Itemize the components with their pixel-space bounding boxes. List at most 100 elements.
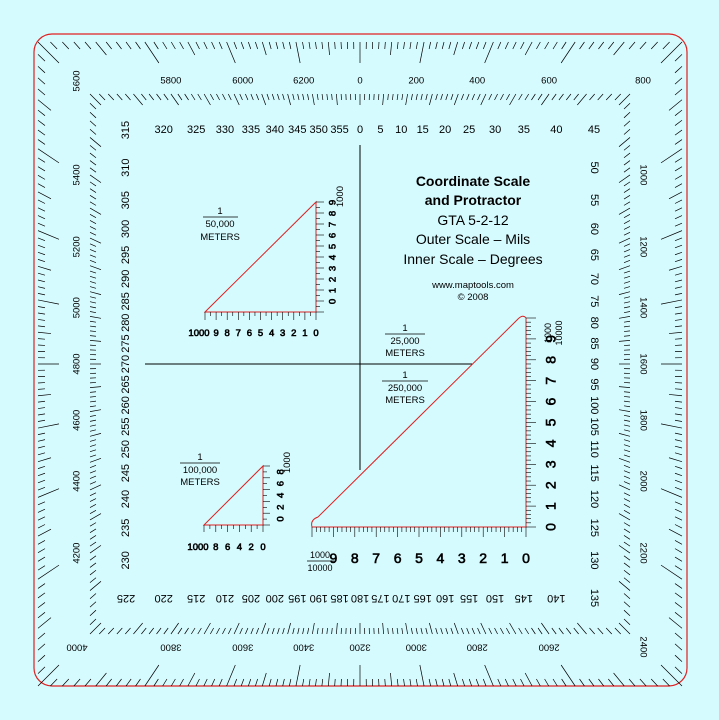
mil-label: 6200	[293, 76, 314, 87]
degree-tick	[297, 627, 300, 635]
mil-label: 1200	[637, 236, 648, 257]
degree-label: 95	[588, 378, 600, 390]
degree-tick	[321, 627, 324, 635]
scale-50k-unit: METERS	[200, 232, 240, 243]
mil-tick	[409, 41, 412, 50]
mil-tick	[674, 199, 683, 204]
degree-tick	[466, 93, 470, 101]
mil-tick	[37, 423, 60, 429]
mil-label: 3200	[349, 641, 370, 652]
degree-tick	[89, 243, 97, 247]
mil-label: 4600	[72, 410, 83, 431]
degree-tick	[623, 609, 631, 617]
mil-label: 5200	[72, 236, 83, 257]
mil-label: 0	[357, 76, 362, 87]
degree-tick	[307, 627, 310, 635]
degree-tick	[89, 291, 102, 295]
mil-tick	[282, 41, 285, 50]
degree-tick	[331, 93, 333, 101]
mil-tick	[674, 54, 683, 62]
scale-100k-fraction-top: 1	[197, 452, 202, 463]
mil-label: 1600	[637, 353, 648, 374]
degree-tick	[623, 188, 631, 193]
mil-tick	[504, 41, 509, 50]
mil-tick	[674, 338, 683, 340]
mil-tick	[674, 486, 683, 491]
degree-tick	[89, 481, 97, 485]
scale-bottom-label: 8	[225, 328, 230, 339]
mil-tick	[37, 472, 46, 476]
mil-tick	[674, 472, 683, 476]
degree-label: 295	[120, 246, 132, 264]
degree-tick	[233, 622, 240, 635]
mil-tick	[37, 654, 46, 662]
degree-tick	[537, 93, 543, 101]
degree-tick	[623, 306, 631, 309]
mil-tick	[37, 501, 46, 506]
degree-tick	[277, 627, 280, 635]
degree-tick	[623, 220, 631, 224]
degree-tick	[477, 627, 481, 635]
degree-tick	[89, 160, 97, 166]
mil-tick	[435, 41, 438, 50]
degree-tick	[89, 145, 97, 151]
degree-tick	[227, 627, 232, 635]
degree-tick	[141, 627, 147, 635]
degree-tick	[618, 137, 631, 147]
degree-tick	[387, 627, 389, 635]
degree-tick	[401, 627, 404, 635]
mil-tick	[37, 157, 46, 163]
mil-tick	[295, 664, 301, 687]
degree-tick	[282, 93, 285, 101]
mil-tick	[674, 666, 683, 674]
degree-tick	[623, 414, 631, 417]
degree-tick	[89, 504, 97, 508]
mil-label: 3600	[232, 641, 253, 652]
degree-tick	[89, 555, 97, 561]
scale-bottom-label: 6	[394, 550, 402, 566]
degree-tick	[89, 306, 97, 309]
scale-25k-max-label-top: 1000	[543, 323, 553, 343]
mil-tick	[37, 338, 46, 340]
mil-tick	[37, 272, 46, 276]
mil-tick	[179, 678, 184, 687]
mil-tick	[484, 41, 494, 64]
mil-tick	[334, 41, 336, 50]
degree-tick	[623, 391, 631, 393]
degree-tick	[261, 93, 267, 106]
mil-tick	[37, 445, 46, 449]
mil-tick	[37, 174, 46, 180]
degree-tick	[410, 93, 413, 101]
degree-tick	[216, 93, 220, 101]
degree-tick	[89, 414, 97, 417]
degree-tick	[425, 627, 428, 635]
mil-tick	[37, 666, 46, 674]
degree-tick	[509, 622, 517, 635]
mil-tick	[674, 286, 683, 289]
degree-tick	[148, 93, 155, 101]
inner-degree-ticks	[89, 93, 631, 635]
degree-tick	[623, 444, 631, 447]
degree-tick	[190, 93, 196, 101]
mil-label: 2200	[637, 543, 648, 564]
scale-bottom-label: 1000	[187, 542, 208, 553]
mil-tick	[37, 325, 46, 328]
degree-tick	[480, 93, 487, 106]
title-inner-scale: Inner Scale – Degrees	[403, 251, 542, 267]
mil-tick	[660, 148, 683, 164]
mil-tick	[37, 479, 46, 484]
degree-tick	[302, 627, 305, 635]
degree-tick	[405, 622, 408, 635]
degree-tick	[89, 609, 97, 617]
degree-tick	[623, 470, 631, 474]
degree-tick	[405, 93, 408, 106]
degree-tick	[392, 93, 394, 101]
mil-tick	[37, 299, 60, 305]
mil-tick	[674, 215, 683, 220]
degree-label: 185	[330, 592, 348, 604]
degree-tick	[623, 275, 631, 279]
degree-tick	[89, 433, 102, 437]
mil-tick	[37, 265, 52, 271]
scale-250k-denominator: 250,000	[388, 383, 422, 394]
